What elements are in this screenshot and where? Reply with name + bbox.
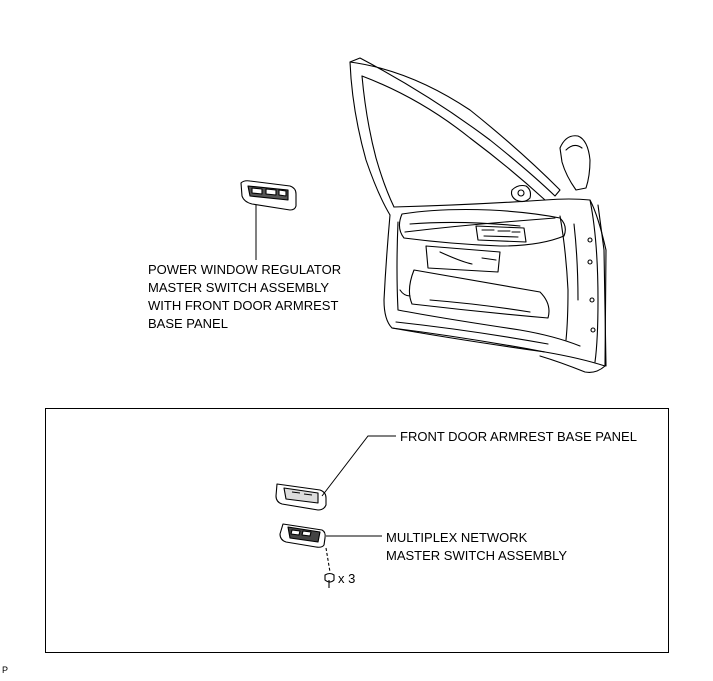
armrest-base-panel-callout: FRONT DOOR ARMREST BASE PANEL xyxy=(400,429,637,444)
door-window-frame xyxy=(349,57,561,197)
door-pocket xyxy=(425,245,501,273)
main-assembly-callout-line-4: BASE PANEL xyxy=(148,316,228,331)
side-mirror xyxy=(559,135,591,191)
inner-door-handle xyxy=(510,184,532,203)
installed-switch xyxy=(475,225,527,243)
detail-box xyxy=(45,408,669,653)
master-switch-callout: MULTIPLEX NETWORK MASTER SWITCH ASSEMBLY xyxy=(386,529,567,565)
screw-part xyxy=(324,572,335,588)
removed-switch-assembly xyxy=(240,180,297,211)
master-switch-callout-line-2: MASTER SWITCH ASSEMBLY xyxy=(386,548,568,563)
armrest-base-panel-part xyxy=(275,483,327,511)
main-assembly-callout-line-1: POWER WINDOW REGULATOR xyxy=(148,262,342,277)
armrest xyxy=(398,208,566,247)
main-assembly-callout-line-3: WITH FRONT DOOR ARMREST xyxy=(148,298,339,313)
armrest-leader-line xyxy=(321,435,396,497)
master-switch-callout-line-1: MULTIPLEX NETWORK xyxy=(386,530,528,545)
main-assembly-callout: POWER WINDOW REGULATOR MASTER SWITCH ASS… xyxy=(148,261,341,333)
screw-quantity-label: x 3 xyxy=(338,571,356,586)
figure-code: P xyxy=(2,665,9,675)
master-switch-part xyxy=(279,523,326,548)
main-assembly-callout-line-2: MASTER SWITCH ASSEMBLY xyxy=(148,280,330,295)
